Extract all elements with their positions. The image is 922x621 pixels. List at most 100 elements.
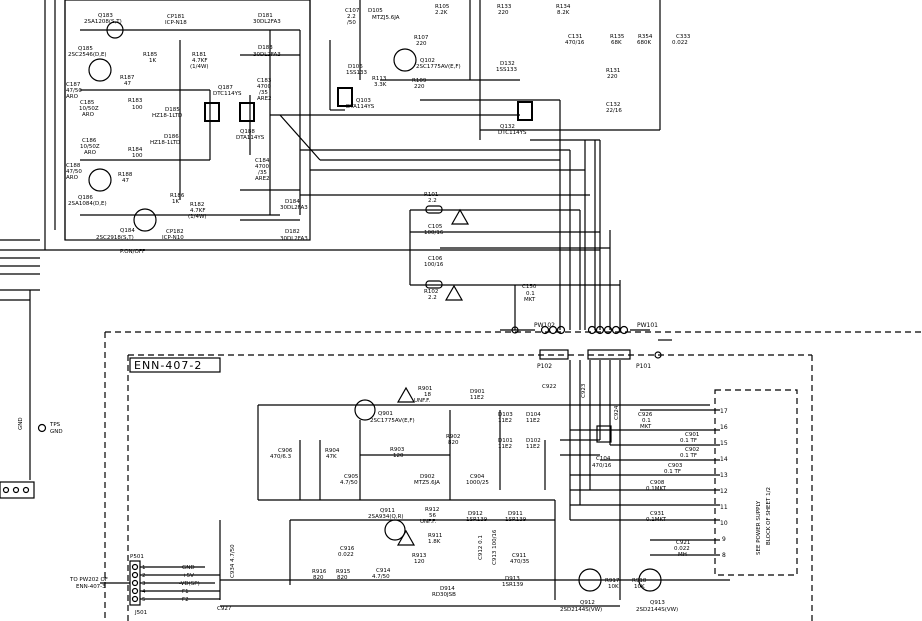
c183-ref: C183 bbox=[257, 78, 272, 84]
r105-ref: R105 bbox=[435, 4, 450, 10]
p501-pin-5-num: 5 bbox=[142, 597, 146, 603]
r113-ref: R113 bbox=[372, 76, 387, 82]
d106-value: 1SS133 bbox=[346, 70, 367, 76]
c927-label: C927 bbox=[217, 606, 232, 612]
d104-ref: D104 bbox=[526, 412, 541, 418]
r182-ref: R182 bbox=[190, 202, 204, 208]
c104-ref: C104 bbox=[596, 456, 611, 462]
c185-value-2: ARO bbox=[82, 112, 95, 118]
c908-value: 0.1MKT bbox=[646, 486, 667, 492]
d901-ref: D901 bbox=[470, 389, 485, 395]
r181-value: 4.7KF bbox=[192, 58, 208, 64]
c904-ref: C904 bbox=[470, 474, 485, 480]
transistor-q187-symbol bbox=[204, 102, 220, 122]
block-pin-11: 11 bbox=[720, 504, 728, 511]
q102-part: 2SC1775AV(E,F) bbox=[416, 64, 461, 70]
c186-value-2: ARO bbox=[84, 150, 97, 156]
c916-value: 0.022 bbox=[338, 552, 354, 558]
r105-value: 2.2K bbox=[435, 10, 448, 16]
d105-value: MTZJ5.6JA bbox=[372, 15, 400, 21]
c905-ref: C905 bbox=[344, 474, 359, 480]
c105-ref: C105 bbox=[428, 224, 443, 230]
c903-ref: C903 bbox=[668, 463, 683, 469]
p501-pin-3-name: -VD(SP) bbox=[179, 581, 200, 587]
d183-value: 30DL2FA3 bbox=[253, 52, 281, 58]
destination-note-2: ENN-407-3 bbox=[76, 584, 106, 590]
d105-ref: D105 bbox=[368, 8, 383, 14]
r184-value: 100 bbox=[132, 153, 143, 159]
c921-ref: C921 bbox=[676, 540, 690, 546]
c905-value: 4.7/50 bbox=[340, 480, 358, 486]
r181-ref: R181 bbox=[192, 52, 206, 58]
r135-ref: R135 bbox=[610, 34, 625, 40]
c901-value: 0.1 TF bbox=[680, 438, 697, 444]
r131-value: 220 bbox=[607, 74, 618, 80]
d911-ref: D911 bbox=[508, 511, 523, 517]
fuse-resistors bbox=[425, 205, 470, 301]
r354-value: 680K bbox=[637, 40, 651, 46]
p501-pin-1-name: GND bbox=[182, 565, 195, 571]
block-note-2: BLOCK OF SHEET 1/2 bbox=[766, 487, 772, 545]
p501-pin-1-num: 1 bbox=[142, 565, 146, 571]
c926-value: 0.1 bbox=[642, 418, 651, 424]
lower-transistors bbox=[354, 386, 662, 592]
d181-ref: D181 bbox=[258, 13, 273, 19]
r134-value: 8.2K bbox=[557, 10, 570, 16]
r354-ref: R354 bbox=[638, 34, 653, 40]
r102-value: 2.2 bbox=[428, 295, 437, 301]
c183-value: 4700 bbox=[257, 84, 271, 90]
d186-value: HZ18-1LTD bbox=[150, 140, 180, 146]
c107-ref: C107 bbox=[345, 8, 360, 14]
r131-ref: R131 bbox=[606, 68, 620, 74]
r903-value: 120 bbox=[393, 453, 404, 459]
c926-ref: C926 bbox=[638, 412, 653, 418]
c921-value-2: MH bbox=[678, 552, 687, 558]
r182-value: 4.7KF bbox=[190, 208, 206, 214]
d102-ref: D102 bbox=[526, 438, 541, 444]
transistor-q912-symbol bbox=[578, 568, 602, 592]
d912-ref: D912 bbox=[468, 511, 483, 517]
r901-value: 18 bbox=[424, 392, 431, 398]
d913-ref: D913 bbox=[505, 576, 520, 582]
r904-value: 47K bbox=[326, 454, 337, 460]
transistor-q102-symbol bbox=[393, 48, 417, 72]
c926-value-2: MKT bbox=[640, 424, 652, 430]
tps-label: TPS bbox=[49, 422, 61, 428]
d106-ref: D106 bbox=[348, 64, 363, 70]
r188-ref: R188 bbox=[118, 172, 133, 178]
c921-value: 0.022 bbox=[674, 546, 690, 552]
cp182-value: ICP-N10 bbox=[162, 235, 184, 241]
r911-ref: R911 bbox=[428, 533, 442, 539]
r101-ref: R101 bbox=[424, 192, 438, 198]
cp181-value: ICP-N18 bbox=[165, 20, 187, 26]
warning-icon bbox=[444, 284, 464, 301]
d182-ref: D182 bbox=[285, 229, 300, 235]
d913-value: 1SR139 bbox=[502, 582, 524, 588]
transistor-q183-symbol bbox=[106, 21, 124, 39]
p501-connector: P501 J501 1 2 3 4 5 GND +5V -VD(SP) F1 F… bbox=[69, 554, 200, 616]
p501-pin-5-name: F2 bbox=[182, 597, 189, 603]
block-note-1: SEE POWER SUPPLY bbox=[756, 500, 762, 555]
r902-value: 820 bbox=[448, 440, 459, 446]
c106-value: 100/16 bbox=[424, 262, 444, 268]
c107-value-2: /50 bbox=[347, 20, 356, 26]
section-label-box: ENN-407-2 bbox=[129, 357, 221, 373]
cp181-ref: CP181 bbox=[167, 14, 185, 20]
c184-value-3: ARE2 bbox=[255, 176, 270, 182]
c188-ref: C188 bbox=[66, 163, 81, 169]
q188-ref: Q188 bbox=[240, 129, 255, 135]
block-pin-8: 8 bbox=[722, 552, 726, 559]
c902-ref: C902 bbox=[685, 447, 699, 453]
d901-value: 11E2 bbox=[470, 395, 484, 401]
r101-value: 2.2 bbox=[428, 198, 437, 204]
d184-value: 30DL2FA3 bbox=[280, 205, 308, 211]
p501-pin-2-name: +5V bbox=[182, 573, 194, 579]
d912-value: 1SR139 bbox=[466, 517, 488, 523]
r182-value-2: (1/4W) bbox=[188, 214, 207, 220]
r181-value-2: (1/4W) bbox=[190, 64, 209, 70]
d132-value: 1SS133 bbox=[496, 67, 517, 73]
r186-value: 1K bbox=[172, 199, 179, 205]
gnd-label: GND bbox=[18, 417, 24, 430]
destination-note-1: TO PW202 OF bbox=[69, 577, 108, 583]
r912-value-2: UNF.F. bbox=[420, 519, 436, 525]
